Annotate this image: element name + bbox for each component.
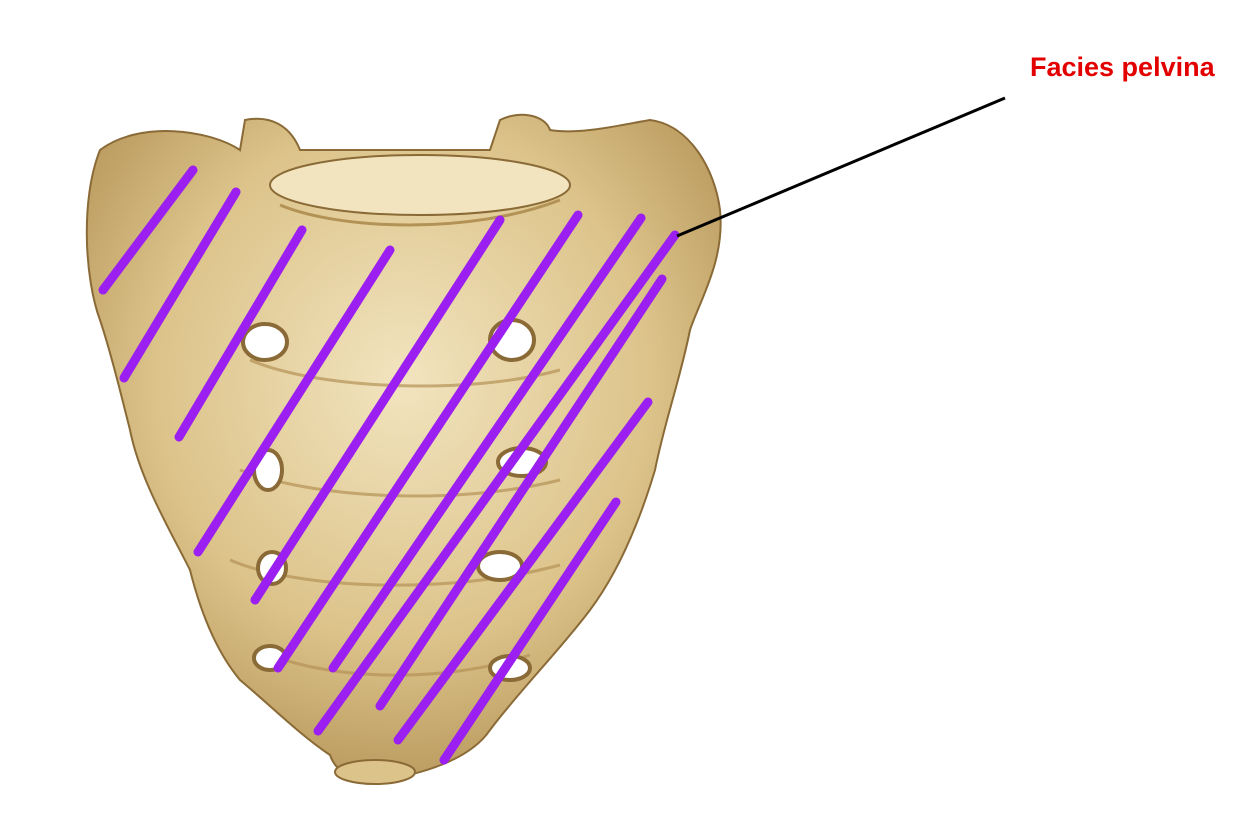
hatch-stroke	[98, 165, 198, 295]
sacral-base	[269, 154, 571, 216]
promontory-rim	[279, 198, 561, 227]
hatch-stroke	[393, 397, 653, 745]
sacral-apex	[334, 759, 416, 785]
hatch-stroke	[439, 497, 621, 765]
hatch-stroke	[119, 187, 241, 383]
hatch-stroke	[313, 230, 680, 736]
hatch-stroke	[328, 213, 646, 673]
leader-line	[676, 96, 1006, 238]
hatch-strokes	[98, 165, 680, 765]
hatch-stroke	[375, 274, 667, 711]
hatch-stroke	[273, 210, 583, 673]
sacrum-bone	[85, 113, 722, 782]
hatch-stroke	[250, 215, 505, 605]
facies-pelvina-label: Facies pelvina	[1030, 52, 1215, 82]
hatch-stroke	[174, 225, 307, 442]
foramen-left-1	[241, 322, 289, 362]
hatch-stroke	[193, 245, 395, 557]
